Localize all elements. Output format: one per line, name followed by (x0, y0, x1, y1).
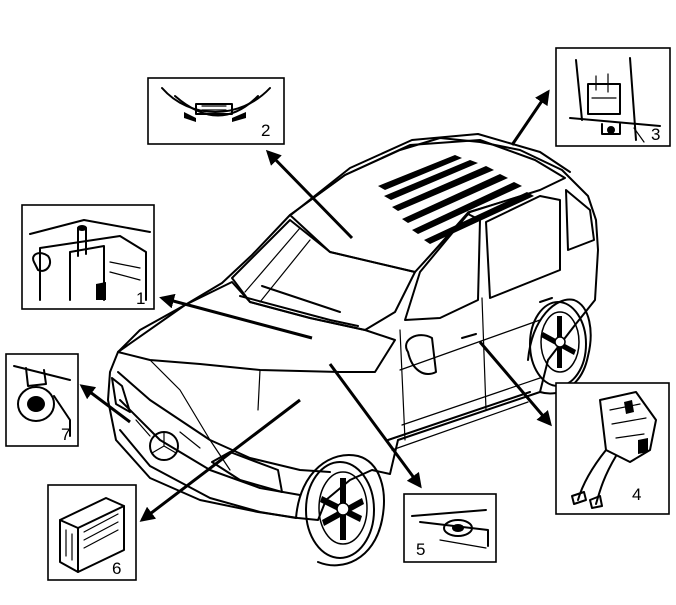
callout-3: 3 (555, 47, 671, 147)
callout-7: 7 (5, 353, 79, 447)
callout-1: 1 (21, 204, 155, 310)
arrow-to-callout-6 (139, 398, 301, 522)
vehicle-illustration (107, 133, 599, 567)
callout-2: 2 (147, 77, 285, 145)
arrow-to-callout-3 (510, 89, 550, 146)
grille-emblem-icon (149, 431, 179, 461)
callout-3-label: 3 (651, 125, 660, 144)
arrow-to-callout-5 (328, 363, 422, 489)
roof-slats (378, 155, 534, 244)
arrow-to-callout-2 (265, 149, 354, 240)
callout-6: 6 (47, 484, 137, 581)
callout-4: 4 (555, 382, 670, 515)
callout-5: 5 (403, 493, 497, 563)
arrow-to-callout-1 (159, 293, 313, 340)
front-wheel (295, 454, 385, 567)
callout-6-label: 6 (112, 559, 121, 578)
callout-2-label: 2 (261, 121, 270, 140)
rear-wheel (527, 298, 592, 395)
pointer-arrows (79, 89, 552, 522)
arrow-to-callout-4 (478, 341, 552, 427)
callout-1-label: 1 (136, 289, 145, 308)
callout-5-label: 5 (416, 540, 425, 559)
callout-7-label: 7 (61, 425, 70, 444)
arrow-to-callout-7 (79, 384, 131, 424)
callout-4-label: 4 (632, 485, 641, 504)
